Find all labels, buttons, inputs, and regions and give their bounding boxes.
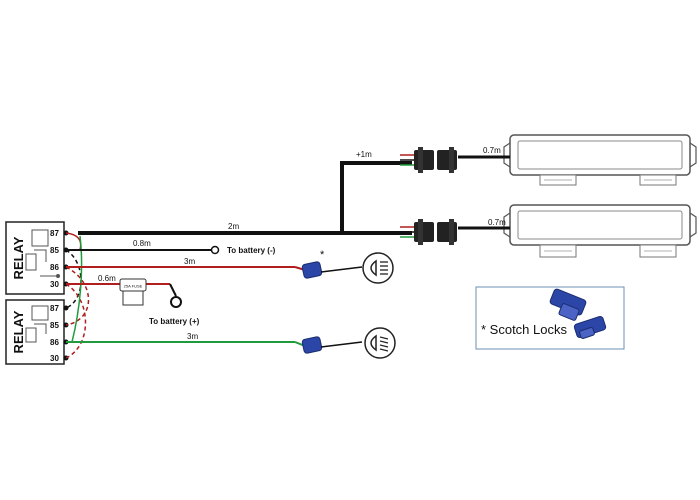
battery-negative-wire bbox=[66, 245, 220, 255]
relay-1-pin-85: 85 bbox=[50, 246, 59, 255]
scotch-lock-icon bbox=[301, 336, 363, 354]
relay-2-pin-85: 85 bbox=[50, 321, 59, 330]
red-switch-wire bbox=[66, 266, 306, 271]
bottom-light-bar bbox=[503, 204, 697, 258]
relay-2-label: RELAY bbox=[11, 310, 26, 353]
relay-1-pin-87: 87 bbox=[50, 229, 59, 238]
bottom-connector bbox=[400, 219, 457, 245]
battery-neg-label: To battery (-) bbox=[227, 246, 276, 255]
fuse-holder-icon bbox=[119, 278, 147, 306]
main-harness bbox=[78, 155, 510, 235]
green-switch-wire bbox=[66, 341, 306, 347]
relay-2-pin-86: 86 bbox=[50, 338, 59, 347]
green-switch-length-label: 3m bbox=[187, 332, 198, 341]
low-beam-icon bbox=[364, 327, 396, 359]
scotch-locks-legend bbox=[475, 286, 625, 350]
scotch-lock-icon bbox=[301, 261, 363, 279]
asterisk-mark: * bbox=[320, 249, 325, 261]
battery-neg-length-label: 0.8m bbox=[133, 239, 151, 248]
relay-1 bbox=[5, 221, 69, 295]
legend-text: * Scotch Locks bbox=[481, 322, 567, 337]
top-branch-length-label: +1m bbox=[356, 150, 372, 159]
fuse-label: 25A FUSE bbox=[124, 284, 143, 289]
red-switch-length-label: 3m bbox=[184, 257, 195, 266]
relay-jumpers bbox=[65, 232, 90, 359]
relay-1-pin-30: 30 bbox=[50, 280, 59, 289]
battery-pos-label: To battery (+) bbox=[149, 317, 200, 326]
bottom-bar-length-label: 0.7m bbox=[488, 218, 506, 227]
high-beam-icon bbox=[362, 252, 394, 284]
scotch-lock-icon bbox=[549, 288, 607, 339]
relay-1-label: RELAY bbox=[11, 236, 26, 279]
relay-2 bbox=[5, 299, 69, 365]
fuse-length-label: 0.6m bbox=[98, 274, 116, 283]
top-connector bbox=[400, 147, 457, 173]
relay-1-pin-86: 86 bbox=[50, 263, 59, 272]
top-bar-length-label: 0.7m bbox=[483, 146, 501, 155]
relay-2-pin-87: 87 bbox=[50, 304, 59, 313]
battery-positive-wire bbox=[66, 283, 182, 308]
top-light-bar bbox=[503, 134, 697, 186]
relay-2-pin-30: 30 bbox=[50, 354, 59, 363]
main-length-label: 2m bbox=[228, 222, 239, 231]
